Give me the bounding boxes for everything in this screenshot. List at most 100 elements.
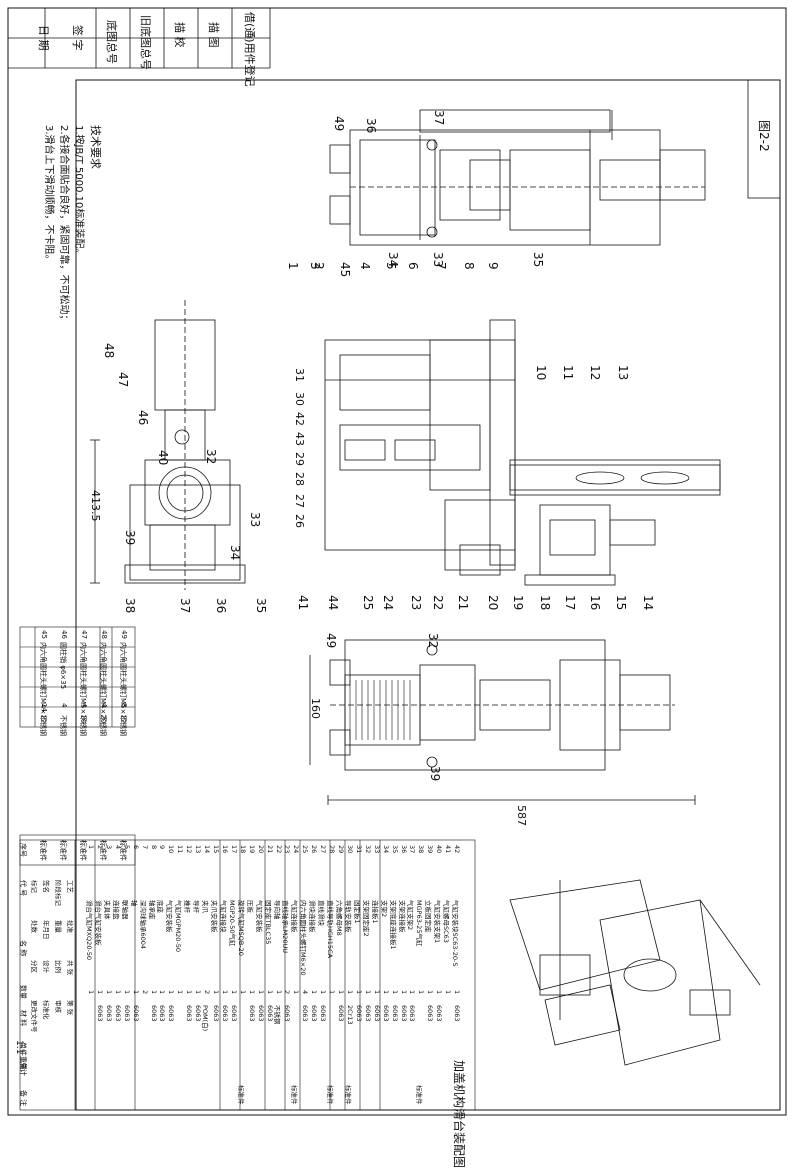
bom-row-qty: 1 [399, 990, 408, 995]
bom-row-qty: 1 [212, 990, 220, 995]
balloon-main: 20 [486, 595, 500, 611]
bom-row-qty: 1 [149, 990, 158, 995]
balloon-main: 42 [293, 412, 306, 426]
bom-row-name: 滑块连接板 [308, 900, 317, 933]
bom-row-material: POM(白) [201, 1005, 210, 1032]
title-cell: 更改文件号 [30, 1000, 38, 1033]
bom-row-qty: 1 [390, 990, 399, 995]
bom-table-lines [19, 839, 476, 1111]
balloon-main: 14 [641, 595, 655, 611]
balloon-main: 15 [614, 595, 628, 611]
strip-label-check: 描 校 [173, 22, 186, 48]
balloon-side: 48 [102, 343, 116, 359]
bom-row-no: 20 [256, 845, 265, 854]
title-cell: 分区 [30, 960, 38, 973]
bom-row-no: 27 [319, 845, 328, 854]
bom-row-no: 18 [238, 845, 247, 854]
tech-req-heading: 技术要求 [89, 125, 102, 169]
balloon-main: 41 [296, 595, 310, 611]
bom-row-material: 6063 [453, 1005, 462, 1022]
hatched-element [349, 680, 411, 740]
title-cell: 重量 [54, 920, 62, 933]
small-table-side: 标准件 [79, 840, 87, 861]
bom-row-qty: 2 [203, 990, 212, 995]
isometric-view [509, 879, 761, 1066]
tech-req-3: 3.滑台上下滑动顺畅，不卡阻。 [43, 125, 54, 265]
bom-row-qty: 1 [87, 990, 95, 995]
small-table-material: 不锈钢 [119, 715, 127, 736]
balloon-main: 16 [588, 595, 602, 611]
bom-row-material: 6063 [113, 1005, 122, 1022]
small-table-side: 标准件 [119, 840, 127, 861]
small-table-name: 内六角圆柱头螺钉M5×16 [79, 642, 87, 724]
bom-row-qty: 1 [247, 990, 256, 995]
bom-row-material: 6063 [158, 1005, 167, 1022]
title-cell: 标记 [30, 880, 38, 893]
bom-row-no: 21 [265, 845, 274, 854]
balloon-main: 25 [361, 595, 375, 611]
bom-row-name: 支架连接板 [397, 900, 406, 933]
bom-row-no: 3 [104, 845, 113, 850]
bom-row-material: 6063 [265, 1005, 274, 1022]
bom-row-no: 17 [229, 845, 238, 854]
bom-row-material: 2Cr13 [345, 1005, 354, 1025]
bom-row-no: 13 [194, 845, 203, 854]
bom-row-no: 22 [274, 845, 283, 854]
balloon-main: 30 [293, 392, 306, 406]
bom-row-name: 夹具体 [102, 900, 111, 920]
balloon-top: 36 [364, 118, 378, 134]
small-table-side: 标准件 [39, 840, 47, 861]
bom-row-no: 24 [292, 845, 301, 854]
bom-row-material: 不锈钢 [272, 1005, 281, 1025]
bom-row-material: 6063 [408, 1005, 417, 1022]
bom-row-name: 联轴器 [120, 900, 129, 920]
dim-width: 160 [309, 698, 322, 719]
scale-value: 1:1 [14, 1040, 24, 1055]
bom-row-qty: 1 [381, 990, 390, 995]
small-table-qty: 4 [60, 703, 68, 708]
strip-label-old: 旧底图总号 [139, 15, 152, 70]
bom-row-qty: 2 [140, 990, 149, 995]
balloon-top: 37 [432, 110, 446, 126]
bom-row-qty: 1 [363, 990, 372, 995]
bom-header-note: 备 注 [19, 1090, 27, 1107]
title-cell: 第 张 [66, 1000, 74, 1016]
bom-row-qty: 1 [274, 990, 283, 995]
bom-row-qty: 1 [337, 990, 345, 995]
bom-row-name: 导轨安装板 [343, 900, 352, 933]
bom-row-material: 6063 [194, 1005, 203, 1022]
bom-row-no: 38 [417, 845, 426, 854]
balloon-main: 23 [409, 595, 423, 611]
bom-row-material: 6063 [399, 1005, 408, 1022]
bom-row-name: 气缸MGPM20-50 [174, 900, 183, 953]
bom-row-material: 6063 [354, 1005, 363, 1022]
bom-row-material: 6063 [372, 1005, 381, 1022]
bom-row-name: 导杆 [192, 900, 201, 913]
bom-row-material: 6063 [95, 1005, 104, 1022]
bom-row-no: 11 [176, 845, 185, 854]
balloon-main-right: 11 [561, 365, 575, 381]
bom-row-name: 立板固定座 [424, 900, 433, 933]
bom-row-qty: 1 [292, 990, 301, 995]
bom-row-material: 6063 [426, 1005, 435, 1022]
bom-row-no: 37 [408, 845, 417, 854]
bom-row-no: 31 [354, 845, 363, 854]
drawing-canvas [7, 7, 787, 1116]
title-cell: 标准化 [42, 1000, 50, 1020]
bom-row-name: 连接板1 [370, 900, 379, 924]
balloon-main: 29 [293, 452, 306, 466]
balloon-side: 37 [178, 598, 192, 614]
reg-label: 借(通)用件登记 [243, 12, 256, 87]
small-table-material: 不锈钢 [99, 715, 107, 736]
strip-label-base: 底图总号 [105, 20, 118, 64]
bom-row-note: 标准件 [343, 1085, 352, 1105]
bom-row-material: 6063 [247, 1005, 256, 1022]
balloon-side: 40 [156, 450, 170, 466]
bom-row-qty: 1 [176, 990, 185, 995]
title-cell: 阶段标记 [54, 880, 62, 906]
bom-row-qty: 1 [319, 990, 328, 995]
bom-row-no: 35 [390, 845, 399, 854]
bom-row-qty: 1 [229, 990, 238, 995]
balloon-main-right: 10 [534, 365, 548, 381]
bom-row-no: 23 [283, 845, 292, 854]
